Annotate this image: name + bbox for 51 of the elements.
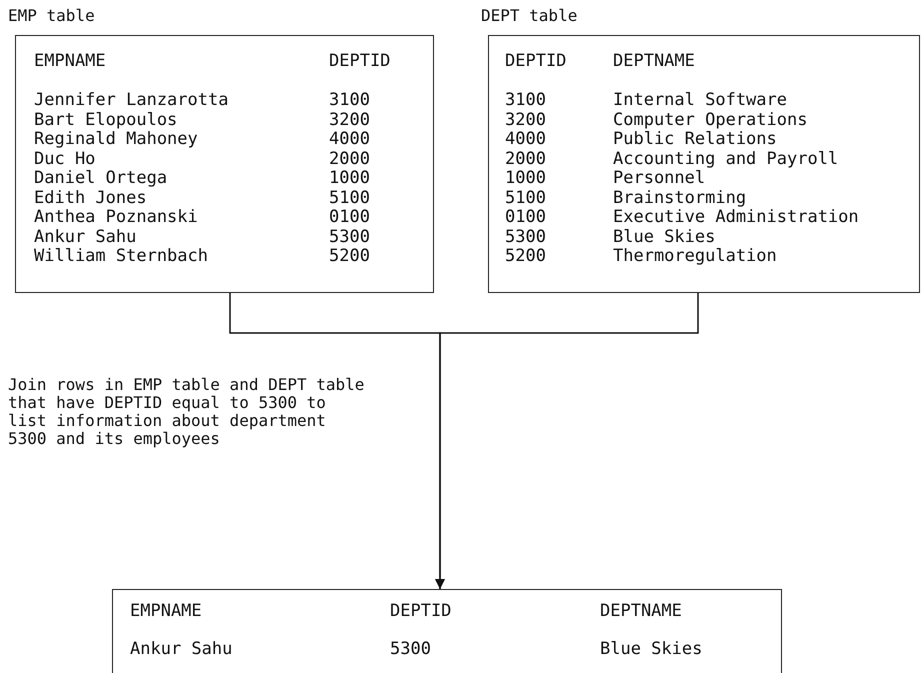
table-cell: Executive Administration — [613, 208, 859, 227]
column-header: DEPTNAME — [613, 52, 695, 71]
table-cell: Thermoregulation — [613, 247, 777, 266]
table-cell: 3100 — [329, 91, 370, 110]
table-cell: 4000 — [505, 130, 546, 149]
table-cell: Accounting and Payroll — [613, 150, 838, 168]
table-cell: Blue Skies — [613, 228, 716, 246]
table-cell: 5300 — [390, 640, 431, 659]
table-cell: Brainstorming — [613, 188, 746, 208]
table-cell: Edith Jones — [34, 188, 147, 208]
table-cell: 3200 — [505, 110, 546, 130]
table-cell: 5300 — [505, 228, 546, 246]
table-cell: 4000 — [329, 130, 370, 149]
table-cell: Personnel — [613, 169, 706, 188]
table-cell: Internal Software — [613, 91, 787, 110]
table-cell: Anthea Poznanski — [34, 208, 198, 227]
table-cell: Blue Skies — [600, 640, 702, 659]
table-box — [112, 589, 782, 673]
table-cell: 0100 — [329, 208, 370, 227]
table-cell: 0100 — [505, 208, 546, 227]
table-title: EMP table — [8, 6, 95, 25]
table-cell: 2000 — [505, 150, 546, 168]
column-header: DEPTID — [505, 52, 566, 71]
table-cell: Ankur Sahu — [130, 640, 232, 659]
column-header: DEPTNAME — [600, 602, 682, 621]
column-header: DEPTID — [390, 602, 452, 621]
table-cell: Public Relations — [613, 130, 777, 149]
column-header: DEPTID — [329, 52, 390, 71]
table-cell: 5200 — [505, 247, 546, 266]
table-cell: William Sternbach — [34, 247, 208, 266]
table-cell: Bart Elopoulos — [34, 110, 178, 130]
table-cell: 5100 — [505, 188, 546, 208]
table-cell: 1000 — [505, 169, 546, 188]
table-cell: 2000 — [329, 150, 370, 168]
table-cell: 5300 — [329, 228, 370, 246]
connector-arrow — [435, 291, 699, 589]
table-cell: 3200 — [329, 110, 370, 130]
table-title: DEPT table — [481, 6, 578, 25]
table-cell: 1000 — [329, 169, 370, 188]
table-cell: Jennifer Lanzarotta — [34, 91, 228, 110]
table-cell: Daniel Ortega — [34, 169, 168, 188]
table-cell: 5100 — [329, 188, 370, 208]
table-cell: Computer Operations — [613, 110, 808, 130]
table-cell: Duc Ho — [34, 150, 96, 168]
column-header: EMPNAME — [130, 602, 202, 621]
table-cell: 5200 — [329, 247, 370, 266]
table-cell: Reginald Mahoney — [34, 130, 198, 149]
note-text: Join rows in EMP table and DEPT table that have DEPTID equal to 5300 to list information about department 5300 and its employees — [8, 376, 366, 448]
table-cell: 3100 — [505, 91, 546, 110]
column-header: EMPNAME — [34, 52, 106, 71]
table-cell: Ankur Sahu — [34, 228, 136, 246]
